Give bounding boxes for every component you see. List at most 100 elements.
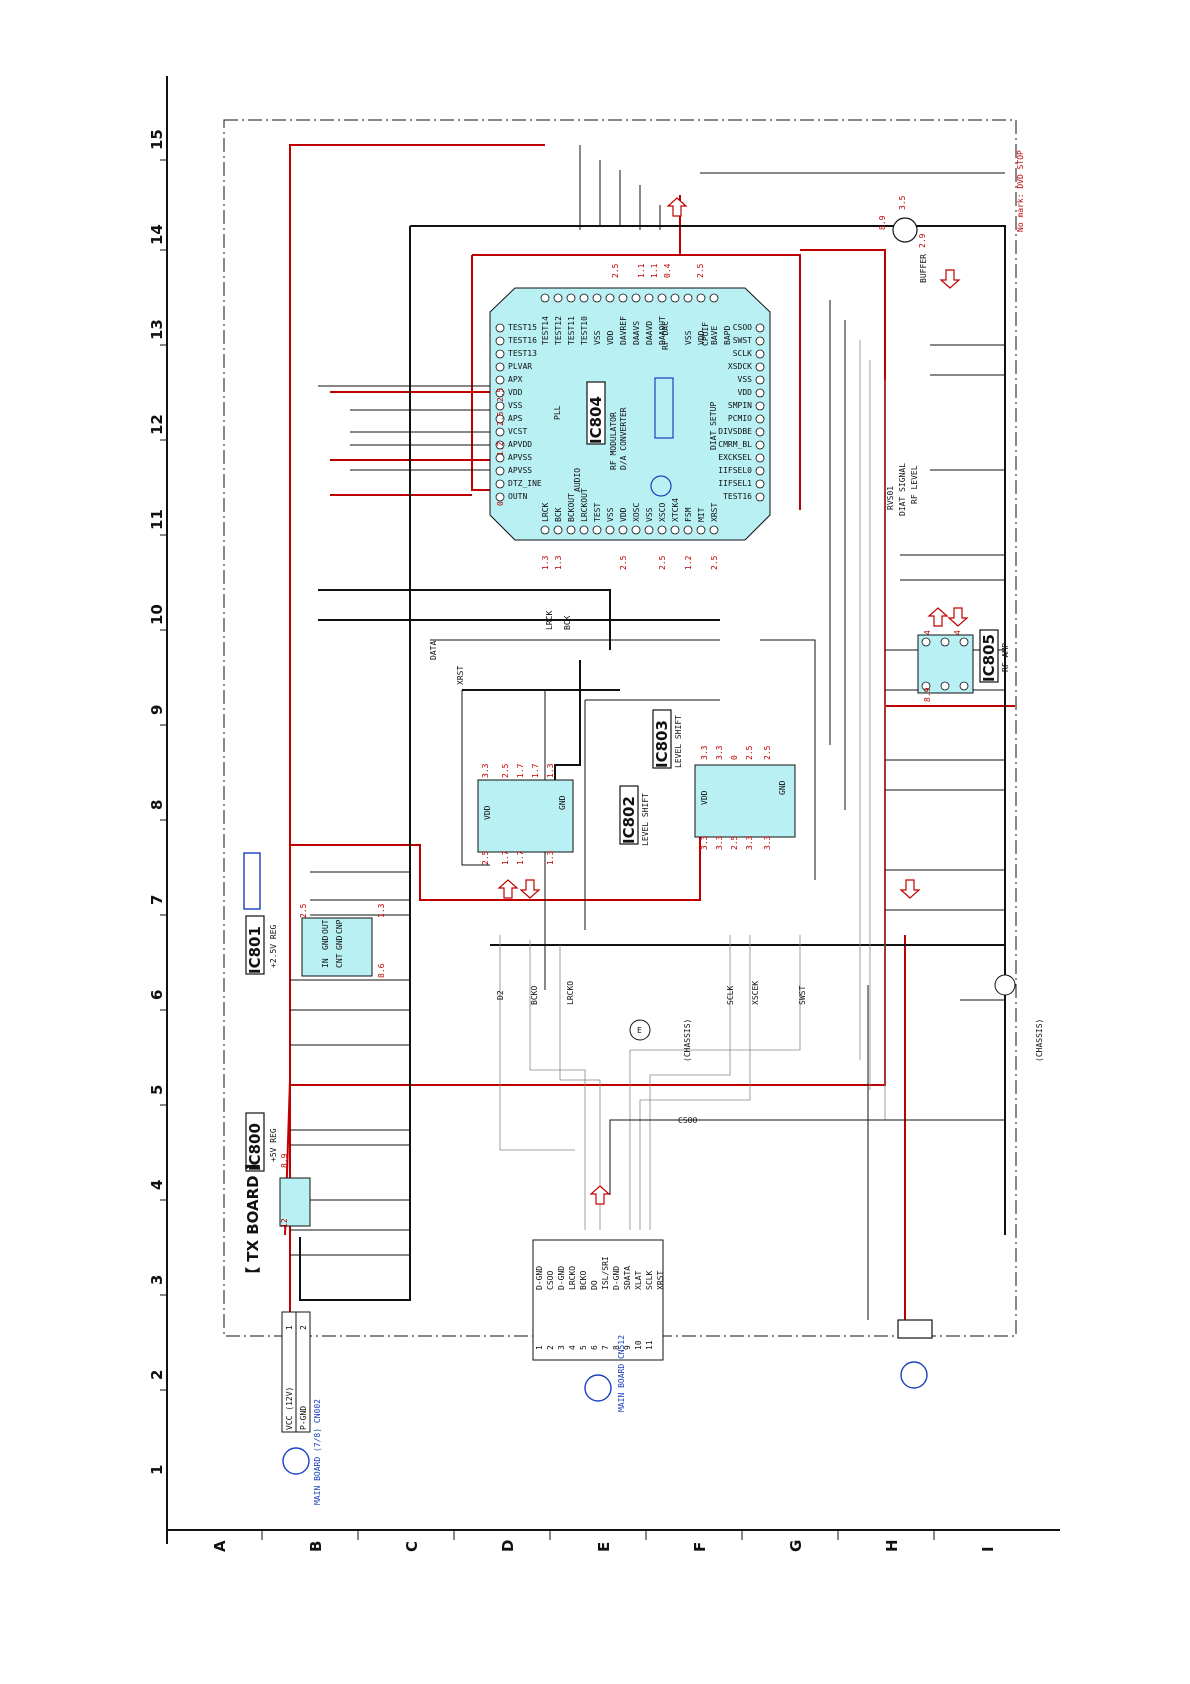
ic-label-boxes: [245, 381, 999, 1172]
ic802-pin-vdd: VDD: [483, 805, 492, 820]
col-15: 15: [148, 129, 166, 150]
cn-power-connector: [281, 1311, 311, 1433]
ic804-tpin-12: BAVE: [710, 326, 719, 345]
ic804-block-pll: PLL: [553, 405, 562, 420]
col-8: 8: [148, 800, 166, 810]
v-28: 3.3: [715, 835, 724, 850]
ic804-tpin-3: TEST10: [580, 316, 589, 345]
net-data: DATA: [429, 641, 438, 660]
diat-signal-label: DIAT SIGNAL: [898, 463, 907, 516]
ic804-lpin-11: APVSS: [508, 466, 532, 475]
ic804-bpin-1: BCK: [554, 507, 563, 522]
v-9: 8.9: [280, 1153, 289, 1168]
ic804-bpin-2: BCKOUT: [567, 493, 576, 522]
ic804-rpin-3: XSDCK: [728, 362, 752, 371]
ic804-rpin-10: EXCKSEL: [718, 453, 752, 462]
v-21: 1.3: [546, 850, 555, 865]
signal-arrows: [497, 197, 969, 1205]
ic804-lpin-10: APVSS: [508, 453, 532, 462]
v-37: 0: [496, 501, 505, 506]
ic801-name: IC801: [246, 926, 264, 974]
v-1: 3.5: [898, 195, 907, 210]
column-ticks: [160, 159, 167, 1391]
ic804-bpin-12: MIT: [697, 507, 706, 522]
cn512-num-4: 4: [568, 1345, 577, 1350]
ic804-top-pin-labels: TEST14 TEST12 TEST11 TEST10 VSS VDD DAVR…: [541, 316, 732, 345]
cn512-sig-5: DO: [590, 1280, 599, 1290]
col-13: 13: [148, 319, 166, 340]
cn-power-pin1-signal: VCC (12V): [285, 1387, 294, 1430]
ic803-pin-gnd: GND: [778, 780, 787, 795]
net-bcko: BCKO: [530, 986, 539, 1005]
v-0: 8.9: [878, 215, 887, 230]
v-23: 3.3: [715, 745, 724, 760]
cn512-sig-11: XRST: [656, 1271, 665, 1290]
v-33: 4: [953, 630, 962, 635]
ic803-pin-vdd: VDD: [700, 790, 709, 805]
col-10: 10: [148, 604, 166, 625]
v-16: 1.7: [531, 763, 540, 778]
cn512-num-3: 3: [557, 1345, 566, 1350]
ic804-bpin-13: XRST: [710, 503, 719, 522]
board-title: 【 TX BOARD 】: [244, 1155, 262, 1282]
v-29: 2.5: [730, 835, 739, 850]
ic804-tpin-6: DAVREF: [619, 316, 628, 345]
ic804-lpin-8: VCST: [508, 427, 527, 436]
ic801-pin-gnd: GND: [321, 935, 330, 950]
ic801-pin-cnt: CNT: [335, 953, 344, 968]
ic804-tpin-13: BAPD: [723, 326, 732, 345]
chassis-label: (CHASSIS): [683, 1019, 692, 1062]
cn512-sig-6: ISL/SRI: [601, 1256, 610, 1290]
net-lrck: LRCK: [545, 611, 554, 630]
ic801: [301, 917, 373, 977]
v-35: 2.5: [496, 411, 505, 426]
ic801-pin-cnp: CNP: [335, 919, 344, 934]
rvs01-label: RVS01: [886, 486, 895, 510]
ic804: [489, 287, 771, 541]
ic804-lpin-3: PLVAR: [508, 362, 532, 371]
ic805: [917, 634, 974, 694]
ic804-lpin-13: OUTN: [508, 492, 527, 501]
ic803-desc: LEVEL SHIFT: [674, 715, 683, 768]
rf-output-marker-icon: [900, 1361, 928, 1389]
row-d: D: [499, 1540, 517, 1552]
ic804-left-pin-labels: TEST15 TEST16 TEST13 PLVAR APX VDD VSS A…: [508, 323, 542, 501]
cn512-sig-8: SDATA: [623, 1266, 632, 1290]
v-22: 3.3: [700, 745, 709, 760]
ic804-bpin-4: TEST: [593, 503, 602, 522]
v-3: 2.5: [611, 263, 620, 278]
ic804-tpin-10: VSS: [684, 330, 693, 345]
ic804-tpin-5: VDD: [606, 330, 615, 345]
ic804-lpin-5: VDD: [508, 388, 523, 397]
col-9: 9: [148, 705, 166, 715]
ic804-right-pin-labels: CSOO SWST SCLK XSDCK VSS VDD SMPIN PCMIO…: [718, 323, 752, 501]
ic804-rpin-6: SMPIN: [728, 401, 752, 410]
ic804-bpin-8: VSS: [645, 507, 654, 522]
net-bck: BCK: [563, 615, 572, 630]
v-10: 2.5: [299, 903, 308, 918]
ic801-desc: +2.5V REG: [269, 924, 278, 968]
v-18: 2.5: [481, 850, 490, 865]
col-12: 12: [148, 414, 166, 435]
cn512-num-5: 5: [579, 1345, 588, 1350]
cn512-sig-1: CSOO: [546, 1271, 555, 1290]
v-20: 1.7: [516, 850, 525, 865]
cn-power-ref: MAIN BOARD (7/8) CN002: [313, 1399, 322, 1505]
ic804-lpin-0: TEST15: [508, 323, 537, 332]
row-a: A: [211, 1540, 229, 1552]
signal-traces: [290, 145, 1006, 1320]
rf-level-label: RF LEVEL: [910, 465, 919, 504]
ic805-desc: RF AMP: [1001, 643, 1010, 672]
chassis-ground-icon: [994, 974, 1016, 996]
cn512-sig-9: XLAT: [634, 1271, 643, 1290]
v-4: 1.1: [637, 263, 646, 278]
col-11: 11: [148, 509, 166, 530]
ic804-rpin-12: IIFSEL1: [718, 479, 752, 488]
cn-power-marker-icon: [282, 1447, 310, 1475]
v-36: 1.2: [496, 441, 505, 456]
v-40: 1.3: [554, 555, 563, 570]
ic804-tpin-0: TEST14: [541, 316, 550, 345]
v-14: 2.5: [501, 763, 510, 778]
ic804-rpin-4: VSS: [738, 375, 753, 384]
